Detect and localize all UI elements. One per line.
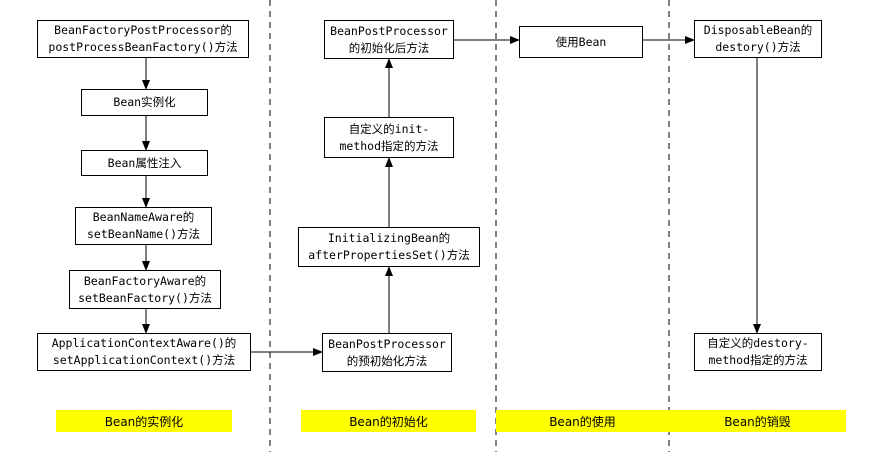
box-text: ApplicationContextAware()的 [51, 336, 237, 350]
box-text: setApplicationContext()方法 [52, 353, 236, 367]
bpp-pre-init-box: BeanPostProcessor 的预初始化方法 [322, 333, 452, 372]
box-text: setBeanFactory()方法 [78, 290, 212, 305]
phase-label-initialization: Bean的初始化 [301, 410, 476, 432]
bfpp-postprocess-box: BeanFactoryPostProcessor的 postProcessBea… [37, 20, 249, 58]
box-text: afterPropertiesSet()方法 [308, 248, 470, 262]
bean-instantiate-box: Bean实例化 [81, 89, 208, 116]
box-text: Bean属性注入 [107, 155, 182, 170]
application-context-aware-box: ApplicationContextAware()的 setApplicatio… [37, 333, 251, 371]
box-text: BeanFactoryAware的 [83, 273, 207, 288]
box-text: 的预初始化方法 [346, 353, 428, 368]
box-text: 自定义的destory- [707, 336, 809, 350]
phase-label-instantiation: Bean的实例化 [56, 410, 232, 432]
initializing-bean-box: InitializingBean的 afterPropertiesSet()方法 [298, 227, 480, 267]
box-text: method指定的方法 [339, 138, 439, 153]
bean-name-aware-box: BeanNameAware的 setBeanName()方法 [75, 207, 212, 245]
use-bean-box: 使用Bean [519, 26, 643, 58]
box-text: 使用Bean [555, 34, 607, 49]
custom-destory-method-box: 自定义的destory- method指定的方法 [694, 333, 822, 371]
box-text: setBeanName()方法 [86, 227, 200, 241]
box-text: DisposableBean的 [703, 23, 813, 37]
box-text: 自定义的init- [348, 121, 430, 136]
bean-factory-aware-box: BeanFactoryAware的 setBeanFactory()方法 [69, 270, 221, 309]
bean-property-injection-box: Bean属性注入 [81, 150, 208, 176]
phase-label-usage: Bean的使用 [496, 410, 669, 432]
bpp-post-init-box: BeanPostProcessor 的初始化后方法 [324, 20, 454, 59]
box-text: BeanNameAware的 [92, 210, 195, 224]
box-text: BeanPostProcessor [328, 336, 446, 351]
box-text: postProcessBeanFactory()方法 [48, 40, 238, 54]
box-text: BeanFactoryPostProcessor的 [54, 23, 232, 37]
box-text: BeanPostProcessor [330, 23, 448, 38]
box-text: InitializingBean的 [327, 231, 451, 245]
custom-init-method-box: 自定义的init- method指定的方法 [324, 117, 454, 158]
phase-label-destruction: Bean的销毁 [669, 410, 846, 432]
box-text: method指定的方法 [708, 353, 808, 367]
box-text: Bean实例化 [113, 95, 176, 109]
box-text: destory()方法 [715, 40, 801, 54]
disposable-bean-box: DisposableBean的 destory()方法 [694, 20, 822, 58]
box-text: 的初始化后方法 [348, 40, 430, 55]
